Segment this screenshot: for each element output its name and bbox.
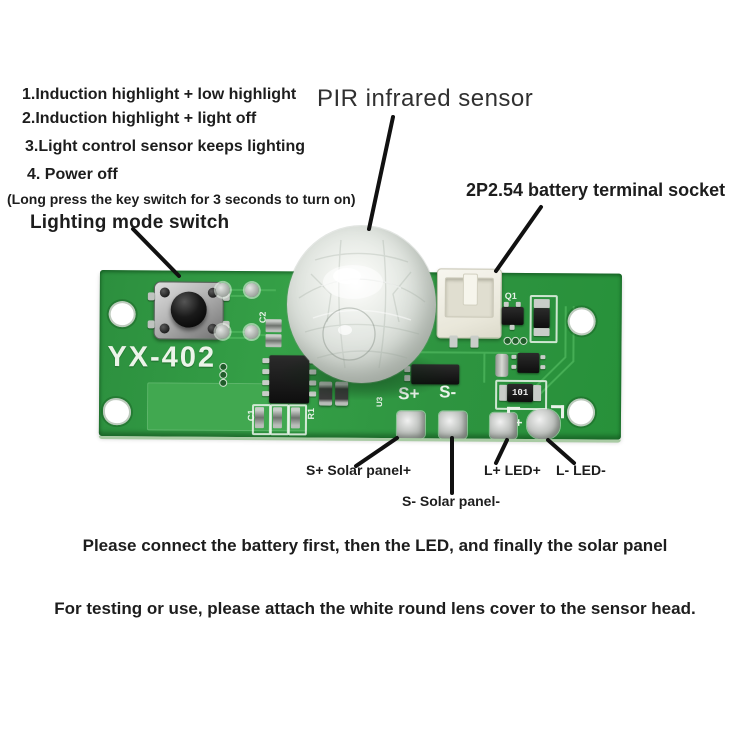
button-pin: [147, 320, 155, 329]
through-hole-pad: [215, 324, 230, 339]
socket-center-tab: [462, 273, 478, 306]
button-plunger: [170, 291, 207, 328]
pir-sensor-dome: [287, 226, 436, 383]
button-corner-rivet: [159, 287, 170, 298]
via: [219, 370, 228, 379]
leader-line-battery-socket: [494, 205, 543, 273]
solder-pad-l-plus: [489, 412, 518, 439]
diode-body: [533, 308, 550, 329]
solder-pad-s-minus: [438, 411, 468, 439]
long-press-note: (Long press the key switch for 3 seconds…: [7, 191, 356, 207]
mounting-hole-right-bottom: [566, 398, 596, 427]
ic-pin: [262, 380, 270, 386]
sot23-5-ic: [517, 352, 540, 374]
mode-list-line-1: 1.Induction highlight + low highlight: [22, 86, 297, 103]
transistor-leg: [509, 324, 515, 330]
silkscreen-label-q1: Q1: [504, 290, 517, 301]
socket-pin: [470, 335, 479, 348]
mode-list-line-3: 3.Light control sensor keeps lighting: [25, 138, 306, 155]
ic-leg: [511, 364, 517, 369]
dome-facets: [298, 239, 426, 369]
instruction-line-1: Please connect the battery first, then t…: [82, 536, 668, 555]
instruction-line-2: For testing or use, please attach the wh…: [54, 599, 696, 618]
resistor-end: [499, 384, 508, 401]
capacitor: [265, 334, 282, 348]
mounting-hole-left-bottom: [102, 398, 132, 426]
ic-leg: [540, 365, 546, 370]
leader-line-pir: [367, 115, 395, 231]
button-corner-rivet: [159, 323, 170, 334]
transistor-leg: [515, 301, 521, 307]
through-hole-pad: [244, 325, 259, 340]
silkscreen-label-r1: R1: [305, 407, 317, 420]
ic-leg: [511, 354, 517, 359]
mounting-hole-right-top: [567, 307, 596, 336]
leader-line-l-minus: [546, 438, 576, 465]
pir-sensor-label: PIR infrared sensor: [317, 85, 534, 112]
through-hole-pad: [215, 282, 230, 297]
socket-pin: [449, 335, 458, 348]
capacitor-cylinder: [495, 353, 509, 377]
lighting-mode-push-button: [147, 281, 230, 340]
ic-pin: [262, 391, 270, 397]
capacitor-c2: [265, 319, 282, 333]
via: [219, 362, 228, 371]
pad-label-l-minus: L- LED-: [556, 462, 606, 478]
button-pin: [147, 292, 155, 301]
lighting-mode-switch-label: Lighting mode switch: [30, 212, 230, 233]
ic-pin: [262, 358, 270, 364]
solder-pad-s-plus: [396, 411, 426, 439]
capacitor: [272, 407, 283, 429]
resistor-101: 101: [507, 383, 534, 403]
via: [511, 336, 520, 345]
capacitor-c1: [254, 407, 265, 429]
ic-leg: [540, 355, 546, 360]
through-hole-pad: [244, 283, 259, 298]
via: [219, 378, 228, 387]
pad-label-l-plus: L+ LED+: [484, 462, 541, 478]
via: [519, 336, 528, 345]
mode-list-line-2: 2.Induction highlight + light off: [22, 110, 257, 127]
resistor-end: [533, 385, 542, 402]
leader-line-l-plus: [494, 438, 509, 465]
board-model-silkscreen: YX-402: [107, 341, 217, 374]
mounting-hole-left-top: [108, 301, 136, 328]
mode-list-line-4: 4. Power off: [27, 166, 118, 183]
battery-socket-label: 2P2.54 battery terminal socket: [466, 180, 726, 200]
transistor-q1: [501, 306, 524, 325]
leader-line-mode-switch: [131, 227, 181, 278]
pad-label-s-plus: S+ Solar panel+: [306, 462, 412, 478]
via: [503, 336, 512, 345]
resistor-r1: [290, 407, 301, 429]
diode-end: [533, 328, 550, 337]
pad-label-s-minus: S- Solar panel-: [402, 493, 501, 509]
diode-end: [533, 299, 550, 309]
ic-pin: [262, 369, 270, 375]
solder-pad-l-minus: [526, 408, 561, 440]
transistor-leg: [503, 301, 509, 307]
battery-terminal-socket: [436, 268, 503, 348]
